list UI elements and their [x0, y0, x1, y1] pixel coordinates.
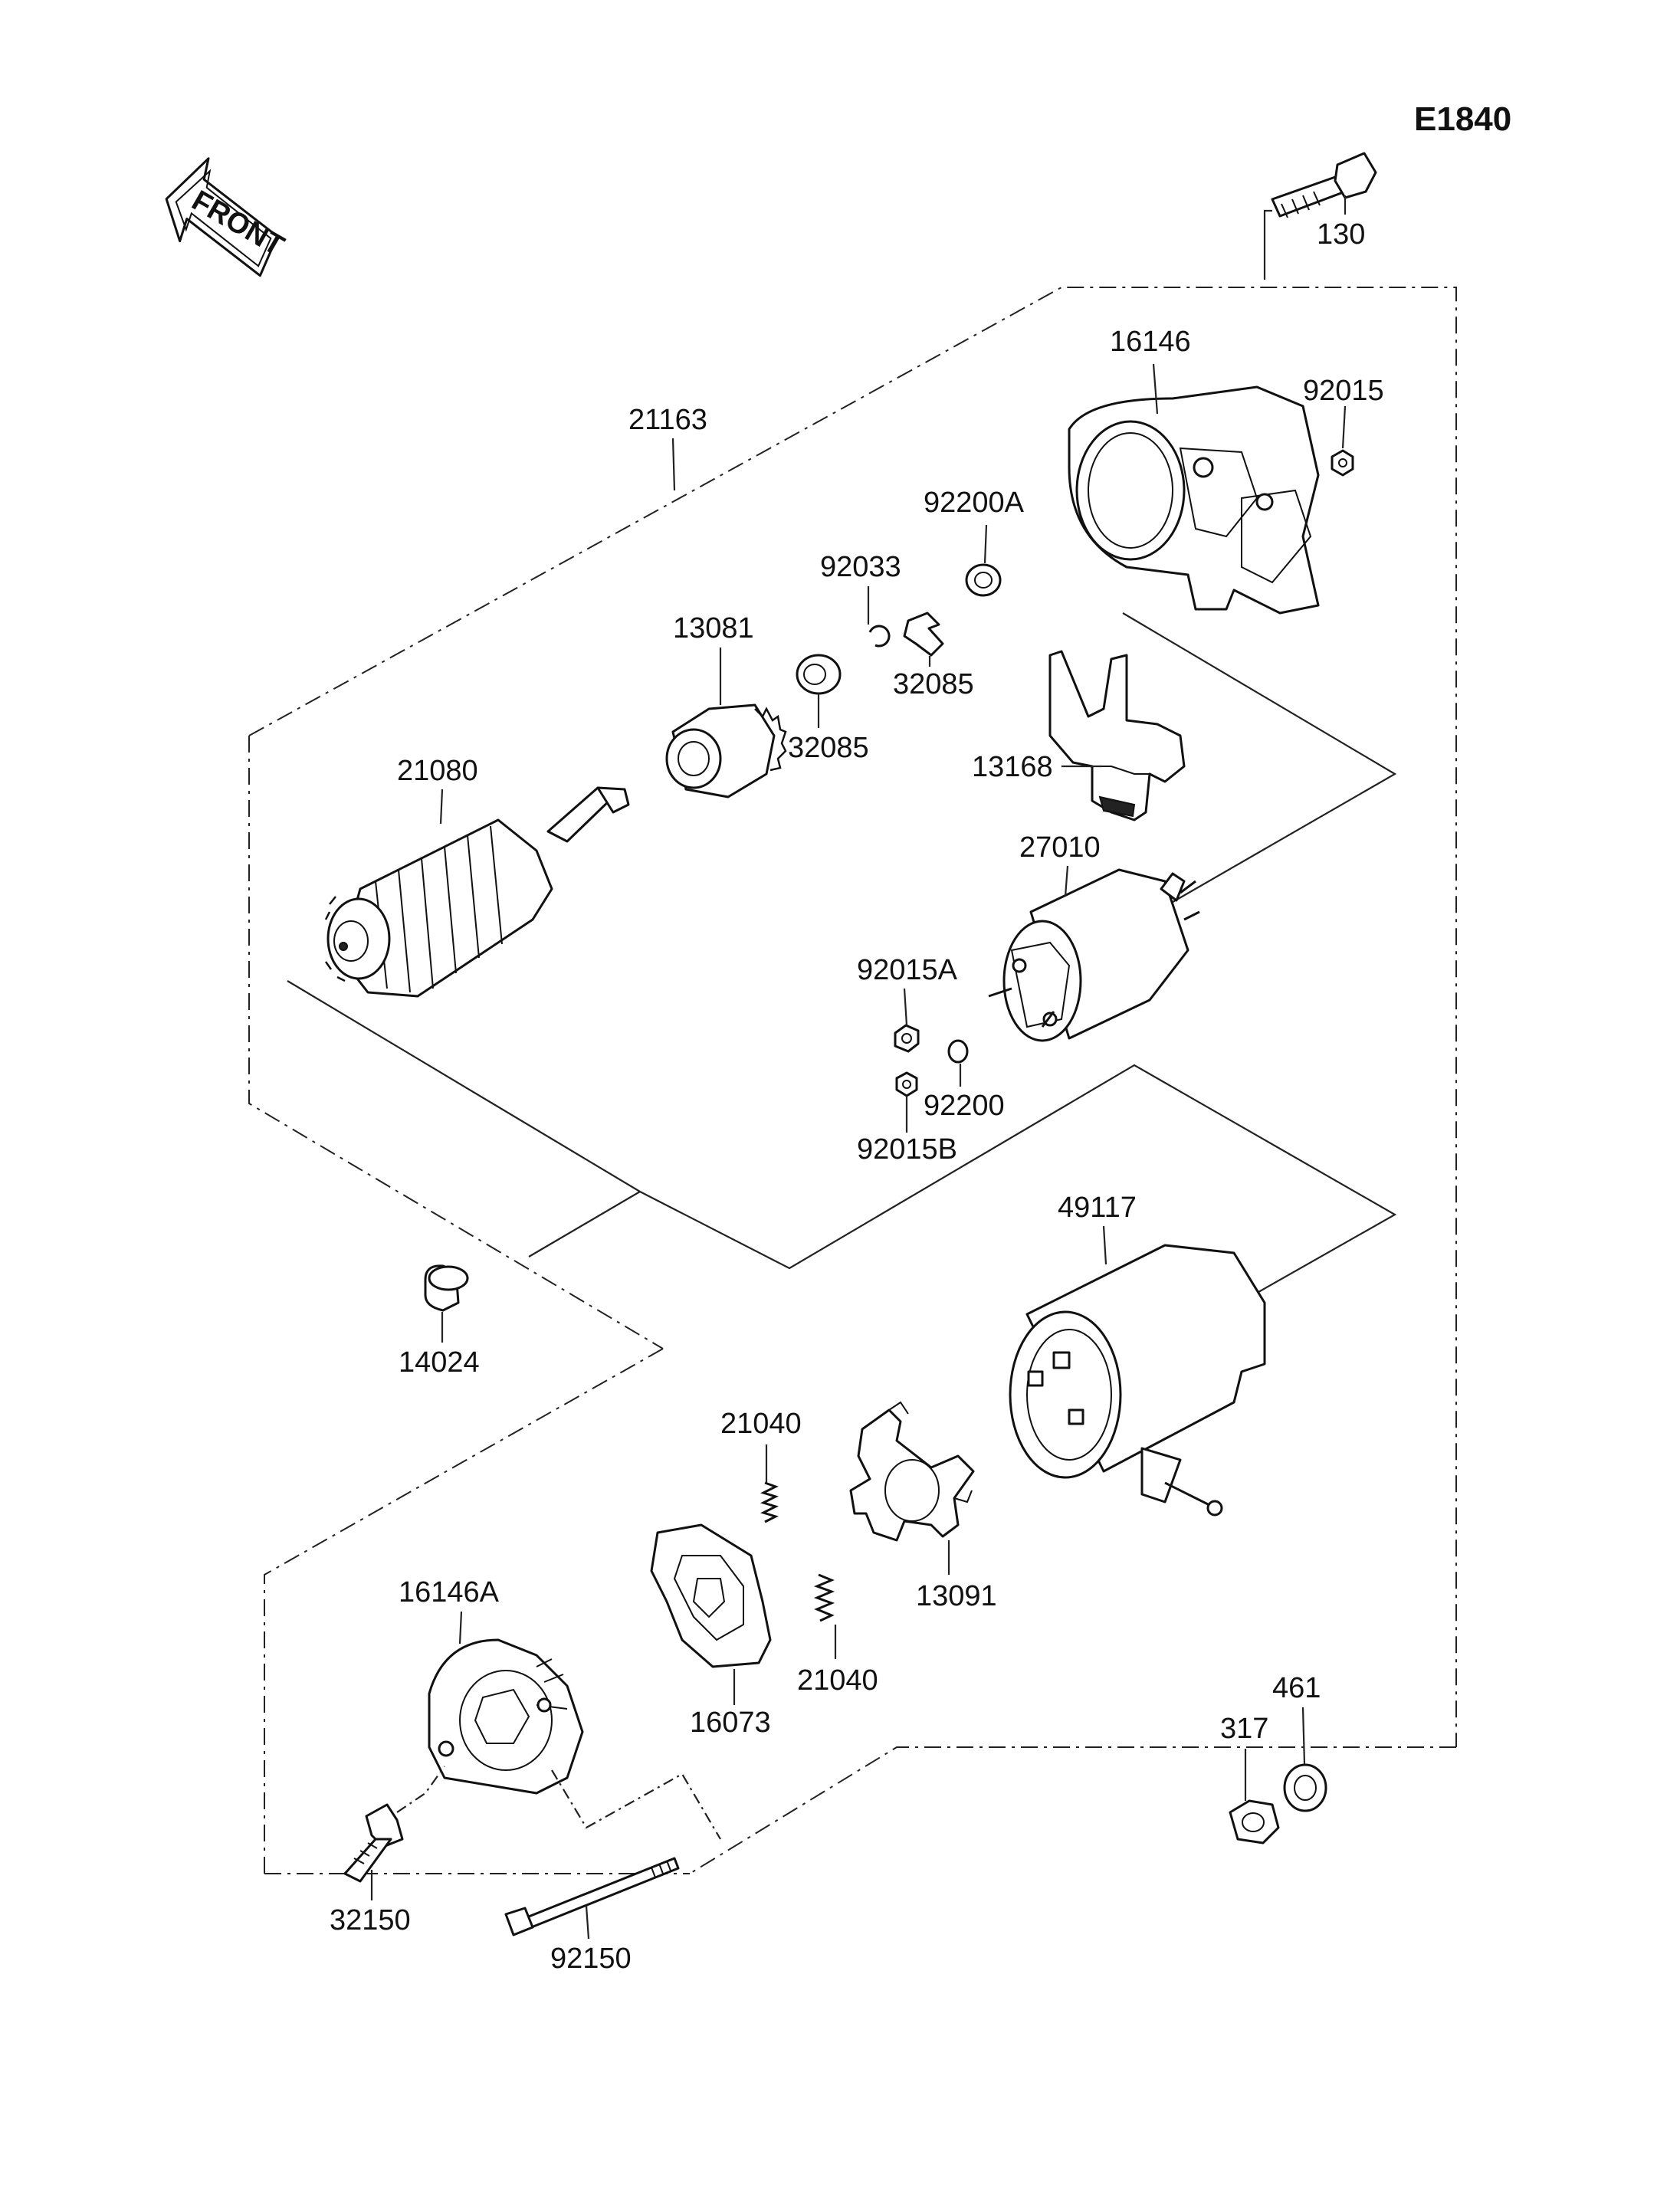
washer-461: 461: [1272, 1672, 1327, 1812]
label-92015B: 92015B: [857, 1133, 957, 1166]
label-32085-lower: 32085: [788, 732, 869, 764]
label-32150: 32150: [330, 1904, 411, 1936]
brush-plate-16073: 16073: [650, 1523, 772, 1739]
label-13091: 13091: [916, 1580, 997, 1612]
label-21163: 21163: [628, 404, 707, 436]
nut-92015A: 92015A: [857, 954, 958, 1053]
clip-32085-upper: 32085: [893, 612, 974, 700]
label-92015: 92015: [1303, 375, 1384, 407]
label-21080: 21080: [397, 755, 478, 787]
label-14024: 14024: [399, 1346, 480, 1379]
nut-317: 317: [1220, 1713, 1280, 1844]
bolt-130: 130: [1263, 152, 1377, 280]
label-92015A: 92015A: [857, 954, 958, 986]
label-461: 461: [1272, 1672, 1321, 1704]
collar-32085-lower: 32085: [788, 654, 869, 764]
solenoid-group-outline: [287, 612, 1397, 1296]
through-bolt-92150: 92150: [504, 1857, 680, 1975]
label-21040-upper: 21040: [720, 1408, 802, 1440]
assembly-outline-21163: [248, 287, 1457, 1874]
label-317: 317: [1220, 1713, 1268, 1745]
front-arrow-icon: FRONT: [165, 157, 289, 277]
label-27010: 27010: [1019, 831, 1101, 864]
screw-32150: 32150: [330, 1766, 445, 1936]
assembly-21163: 21163: [628, 404, 707, 491]
washer-92200A: 92200A: [924, 487, 1025, 597]
circlip-92033: 92033: [820, 551, 901, 648]
label-16073: 16073: [690, 1707, 771, 1739]
washer-92200: 92200: [924, 1039, 1005, 1122]
label-92200A: 92200A: [924, 487, 1025, 519]
yoke-49117: 49117: [1009, 1192, 1266, 1517]
label-49117: 49117: [1058, 1192, 1137, 1224]
label-21040-lower: 21040: [797, 1664, 878, 1697]
nut-92015: 92015: [1303, 375, 1384, 477]
armature-21080: 21080: [324, 755, 630, 998]
brush-holder-13091: 13091: [849, 1401, 997, 1612]
nut-92015B: 92015B: [857, 1071, 957, 1166]
cap-14024: 14024: [399, 1264, 480, 1379]
label-92200: 92200: [924, 1090, 1005, 1122]
spring-21040-upper: 21040: [720, 1408, 802, 1523]
label-92033: 92033: [820, 551, 901, 583]
spring-21040-lower: 21040: [797, 1573, 878, 1697]
label-13081: 13081: [673, 612, 754, 644]
label-16146A: 16146A: [399, 1576, 500, 1608]
label-130: 130: [1317, 218, 1365, 251]
diagram-code: E1840: [1414, 100, 1511, 138]
housing-16146: 16146: [1068, 326, 1320, 615]
solenoid-27010: 27010: [988, 831, 1200, 1042]
label-32085-upper: 32085: [893, 668, 974, 700]
rear-cover-16146A: 16146A: [399, 1576, 721, 1840]
shift-lever-13168: 13168: [972, 650, 1186, 821]
label-13168: 13168: [972, 751, 1053, 783]
label-92150: 92150: [550, 1943, 632, 1975]
label-16146: 16146: [1110, 326, 1191, 358]
pinion-clutch-13081: 13081: [665, 612, 787, 798]
